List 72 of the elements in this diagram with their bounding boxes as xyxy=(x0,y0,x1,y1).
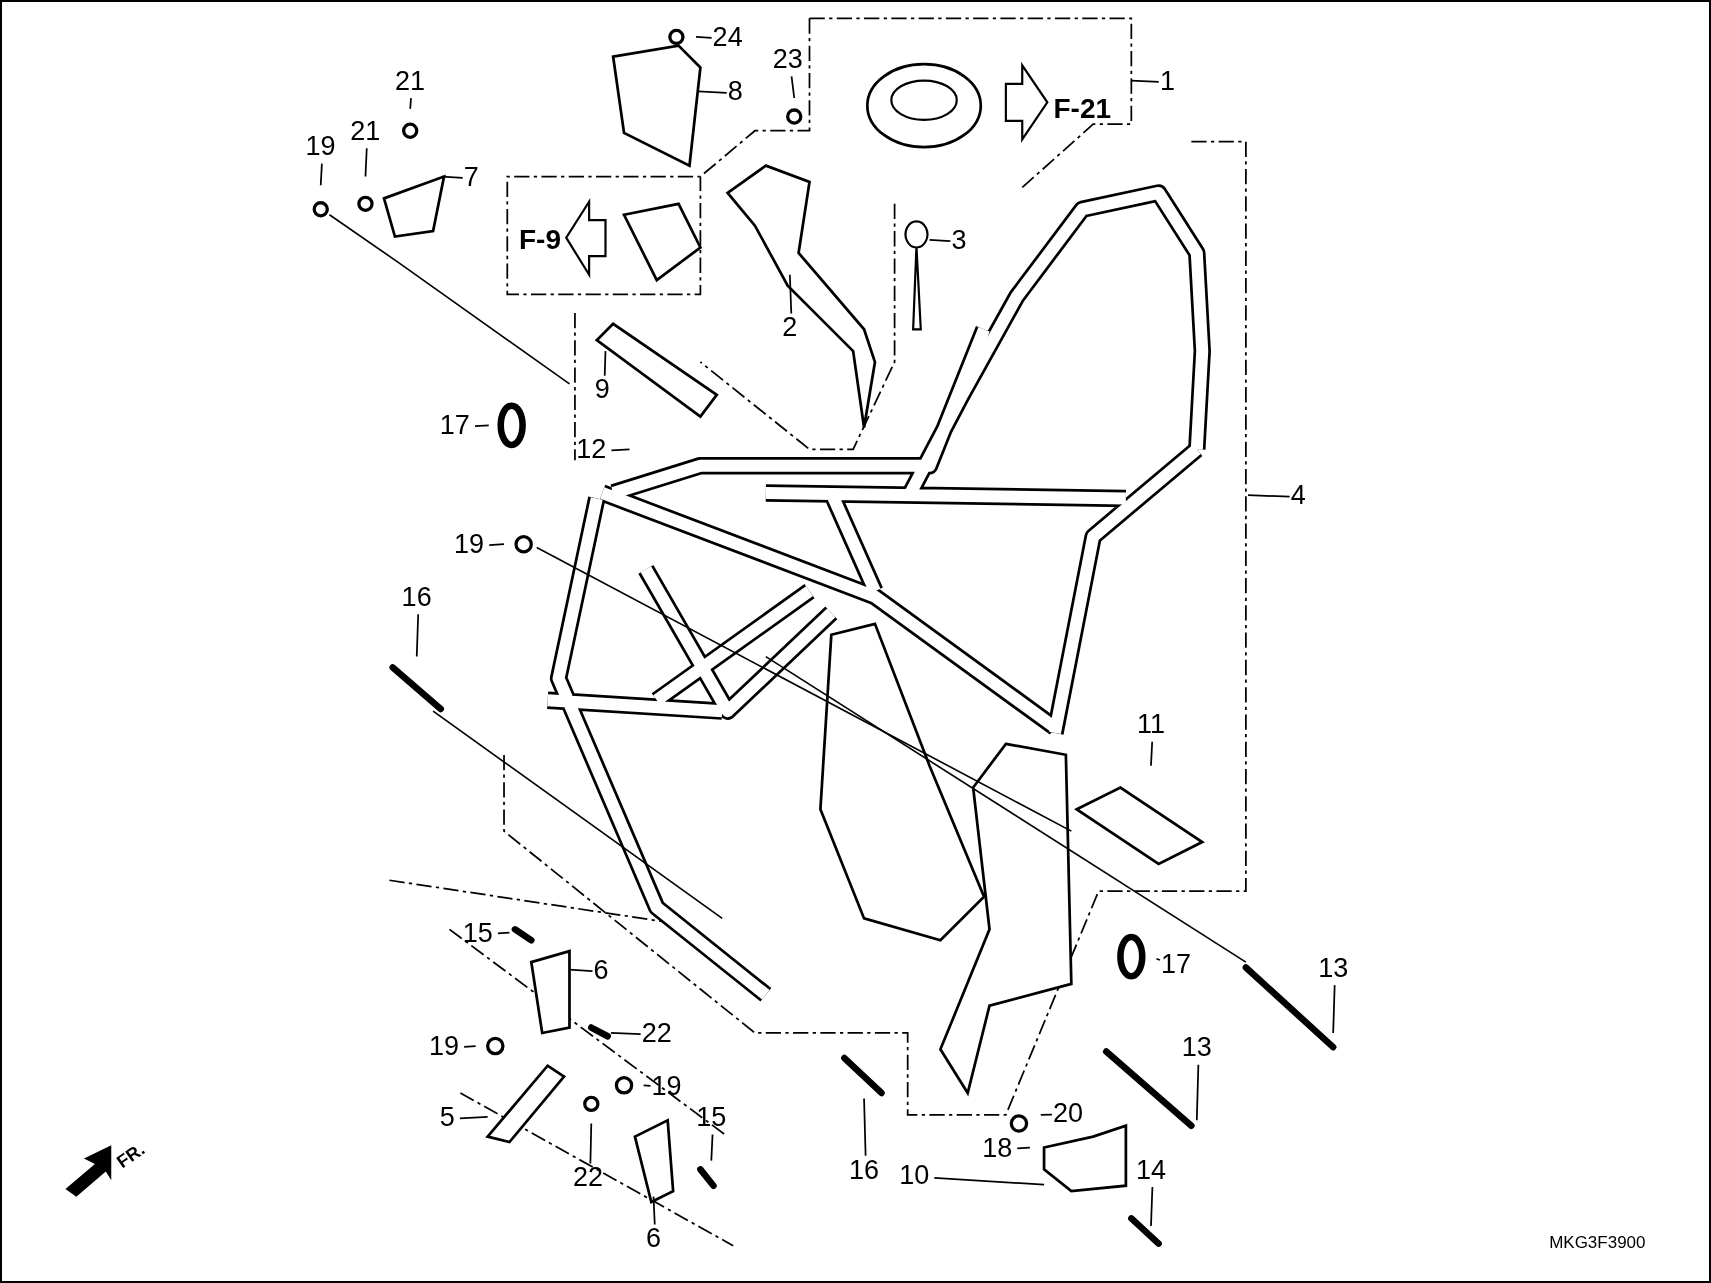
leader-line xyxy=(1155,957,1161,961)
leader-line xyxy=(568,968,594,972)
callout-number: 21 xyxy=(348,116,383,146)
callout-number: 19 xyxy=(649,1071,684,1101)
leader-line xyxy=(1150,740,1154,767)
callout-number: 3 xyxy=(949,225,969,255)
leader-line xyxy=(695,36,713,39)
callout-number: 6 xyxy=(591,955,611,985)
callout-number: 13 xyxy=(1179,1032,1214,1062)
leader-line xyxy=(1247,494,1291,498)
callout-number: 19 xyxy=(426,1031,461,1061)
callout-number: 16 xyxy=(847,1155,882,1185)
leader-line xyxy=(474,424,490,428)
callout-number: 22 xyxy=(570,1162,605,1192)
leader-line xyxy=(789,273,793,315)
callout-number: 24 xyxy=(710,22,745,52)
callout-number: 20 xyxy=(1051,1098,1086,1128)
leader-line xyxy=(409,97,412,110)
callout-number: 15 xyxy=(460,918,495,948)
leader-line xyxy=(589,1122,593,1165)
part-code: MKG3F3900 xyxy=(1549,1232,1646,1253)
callout-number: 4 xyxy=(1288,480,1308,510)
leader-line xyxy=(1195,1063,1200,1122)
leader-line xyxy=(933,1177,1045,1186)
section-reference: F-9 xyxy=(518,223,561,256)
leader-line xyxy=(652,1195,656,1226)
leader-line xyxy=(319,162,323,187)
section-reference: F-21 xyxy=(1053,92,1112,125)
leader-line xyxy=(1039,1113,1053,1116)
leader-line xyxy=(928,238,952,243)
callout-number: 2 xyxy=(780,312,800,342)
callout-number: 1 xyxy=(1157,66,1177,96)
front-direction-label: FR. xyxy=(112,1139,149,1174)
leader-line xyxy=(364,147,368,178)
leader-line xyxy=(610,1032,642,1036)
callout-number: 15 xyxy=(694,1102,729,1132)
leader-line xyxy=(863,1097,867,1157)
callout-number: 12 xyxy=(574,434,609,464)
callout-number: 22 xyxy=(639,1018,674,1048)
callout-number: 11 xyxy=(1135,709,1168,739)
leader-line xyxy=(415,613,420,658)
leader-line xyxy=(459,1116,489,1120)
leader-line xyxy=(1150,1186,1154,1227)
leader-line xyxy=(610,448,631,452)
callout-number: 13 xyxy=(1316,953,1351,983)
leader-line xyxy=(710,1133,714,1162)
leader-line xyxy=(642,1084,652,1087)
leader-line xyxy=(603,350,607,377)
callout-number: 5 xyxy=(437,1102,457,1132)
leader-line xyxy=(1332,984,1336,1034)
callout-number: 17 xyxy=(1159,949,1194,979)
callout-number: 18 xyxy=(980,1133,1015,1163)
callout-number: 17 xyxy=(437,410,472,440)
callout-number: 23 xyxy=(770,44,805,74)
leader-line xyxy=(1016,1146,1031,1150)
leader-line xyxy=(488,543,505,546)
callout-number: 14 xyxy=(1134,1155,1169,1185)
leader-line xyxy=(790,75,796,99)
callout-number: 19 xyxy=(452,529,487,559)
callout-number: 9 xyxy=(592,374,612,404)
leader-line xyxy=(497,931,511,935)
callout-number: 8 xyxy=(725,76,745,106)
callout-number: 7 xyxy=(461,162,481,192)
callout-number: 6 xyxy=(643,1223,663,1253)
leader-line xyxy=(463,1045,477,1048)
callout-number: 19 xyxy=(303,131,338,161)
leader-line xyxy=(440,175,464,179)
callout-number: 21 xyxy=(393,66,428,96)
leader-line xyxy=(697,90,728,94)
callout-number: 10 xyxy=(897,1160,932,1190)
leader-line xyxy=(1130,79,1160,83)
callout-number: 16 xyxy=(399,582,434,612)
